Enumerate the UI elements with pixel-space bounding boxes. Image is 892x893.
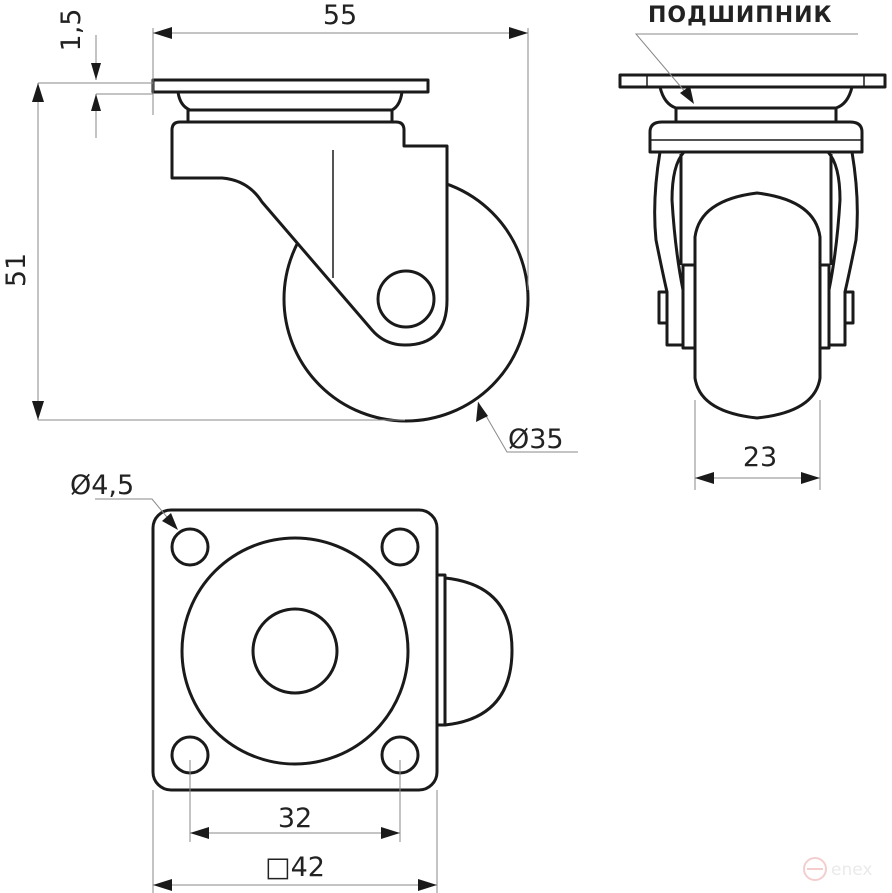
dimension-23: 23 bbox=[694, 400, 821, 490]
mount-plate-top bbox=[151, 508, 439, 792]
dim-1-5-label: 1,5 bbox=[56, 9, 87, 52]
dimension-42: □42 bbox=[152, 790, 438, 893]
hole bbox=[170, 527, 210, 567]
fork-side bbox=[170, 120, 449, 347]
front-view bbox=[618, 73, 887, 420]
fork-left-arm bbox=[653, 150, 686, 347]
dimension-51: 51 bbox=[1, 82, 405, 421]
dim-42-label: □42 bbox=[265, 852, 325, 883]
fork-top-front bbox=[648, 120, 864, 154]
bearing-ring-side bbox=[186, 108, 394, 124]
wheel-dome-top bbox=[443, 576, 514, 727]
dimension-d35: Ø35 bbox=[476, 401, 578, 455]
axle-side bbox=[376, 269, 436, 329]
center-boss-top bbox=[251, 607, 339, 695]
mount-plate-front bbox=[618, 73, 887, 89]
top-view bbox=[151, 508, 514, 792]
dim-23-label: 23 bbox=[743, 442, 777, 473]
dim-51-label: 51 bbox=[1, 253, 32, 287]
dimension-55: 55 bbox=[152, 0, 529, 290]
swivel-hub-side bbox=[176, 91, 404, 112]
dimension-d4-5: Ø4,5 bbox=[70, 470, 178, 530]
bearing-callout: ПОДШИПНИК bbox=[634, 3, 858, 104]
bearing-label: ПОДШИПНИК bbox=[648, 3, 833, 28]
hub-left bbox=[681, 263, 697, 350]
dimension-32: 32 bbox=[189, 760, 401, 842]
dim-55-label: 55 bbox=[323, 0, 357, 31]
dim-32-label: 32 bbox=[278, 803, 312, 834]
fork-right-arm bbox=[826, 150, 859, 347]
enex-logo: enex bbox=[803, 857, 872, 881]
bearing-ring-front bbox=[674, 106, 838, 124]
side-view bbox=[151, 78, 530, 423]
logo-text: enex bbox=[831, 860, 872, 880]
hole bbox=[380, 527, 420, 567]
dim-d35-label: Ø35 bbox=[508, 424, 564, 455]
swivel-ring-top bbox=[180, 536, 410, 766]
wheel-front bbox=[693, 191, 822, 420]
mount-plate-side bbox=[151, 78, 430, 94]
dim-d4-5-label: Ø4,5 bbox=[70, 470, 134, 501]
dimension-1-5: 1,5 bbox=[56, 9, 153, 138]
